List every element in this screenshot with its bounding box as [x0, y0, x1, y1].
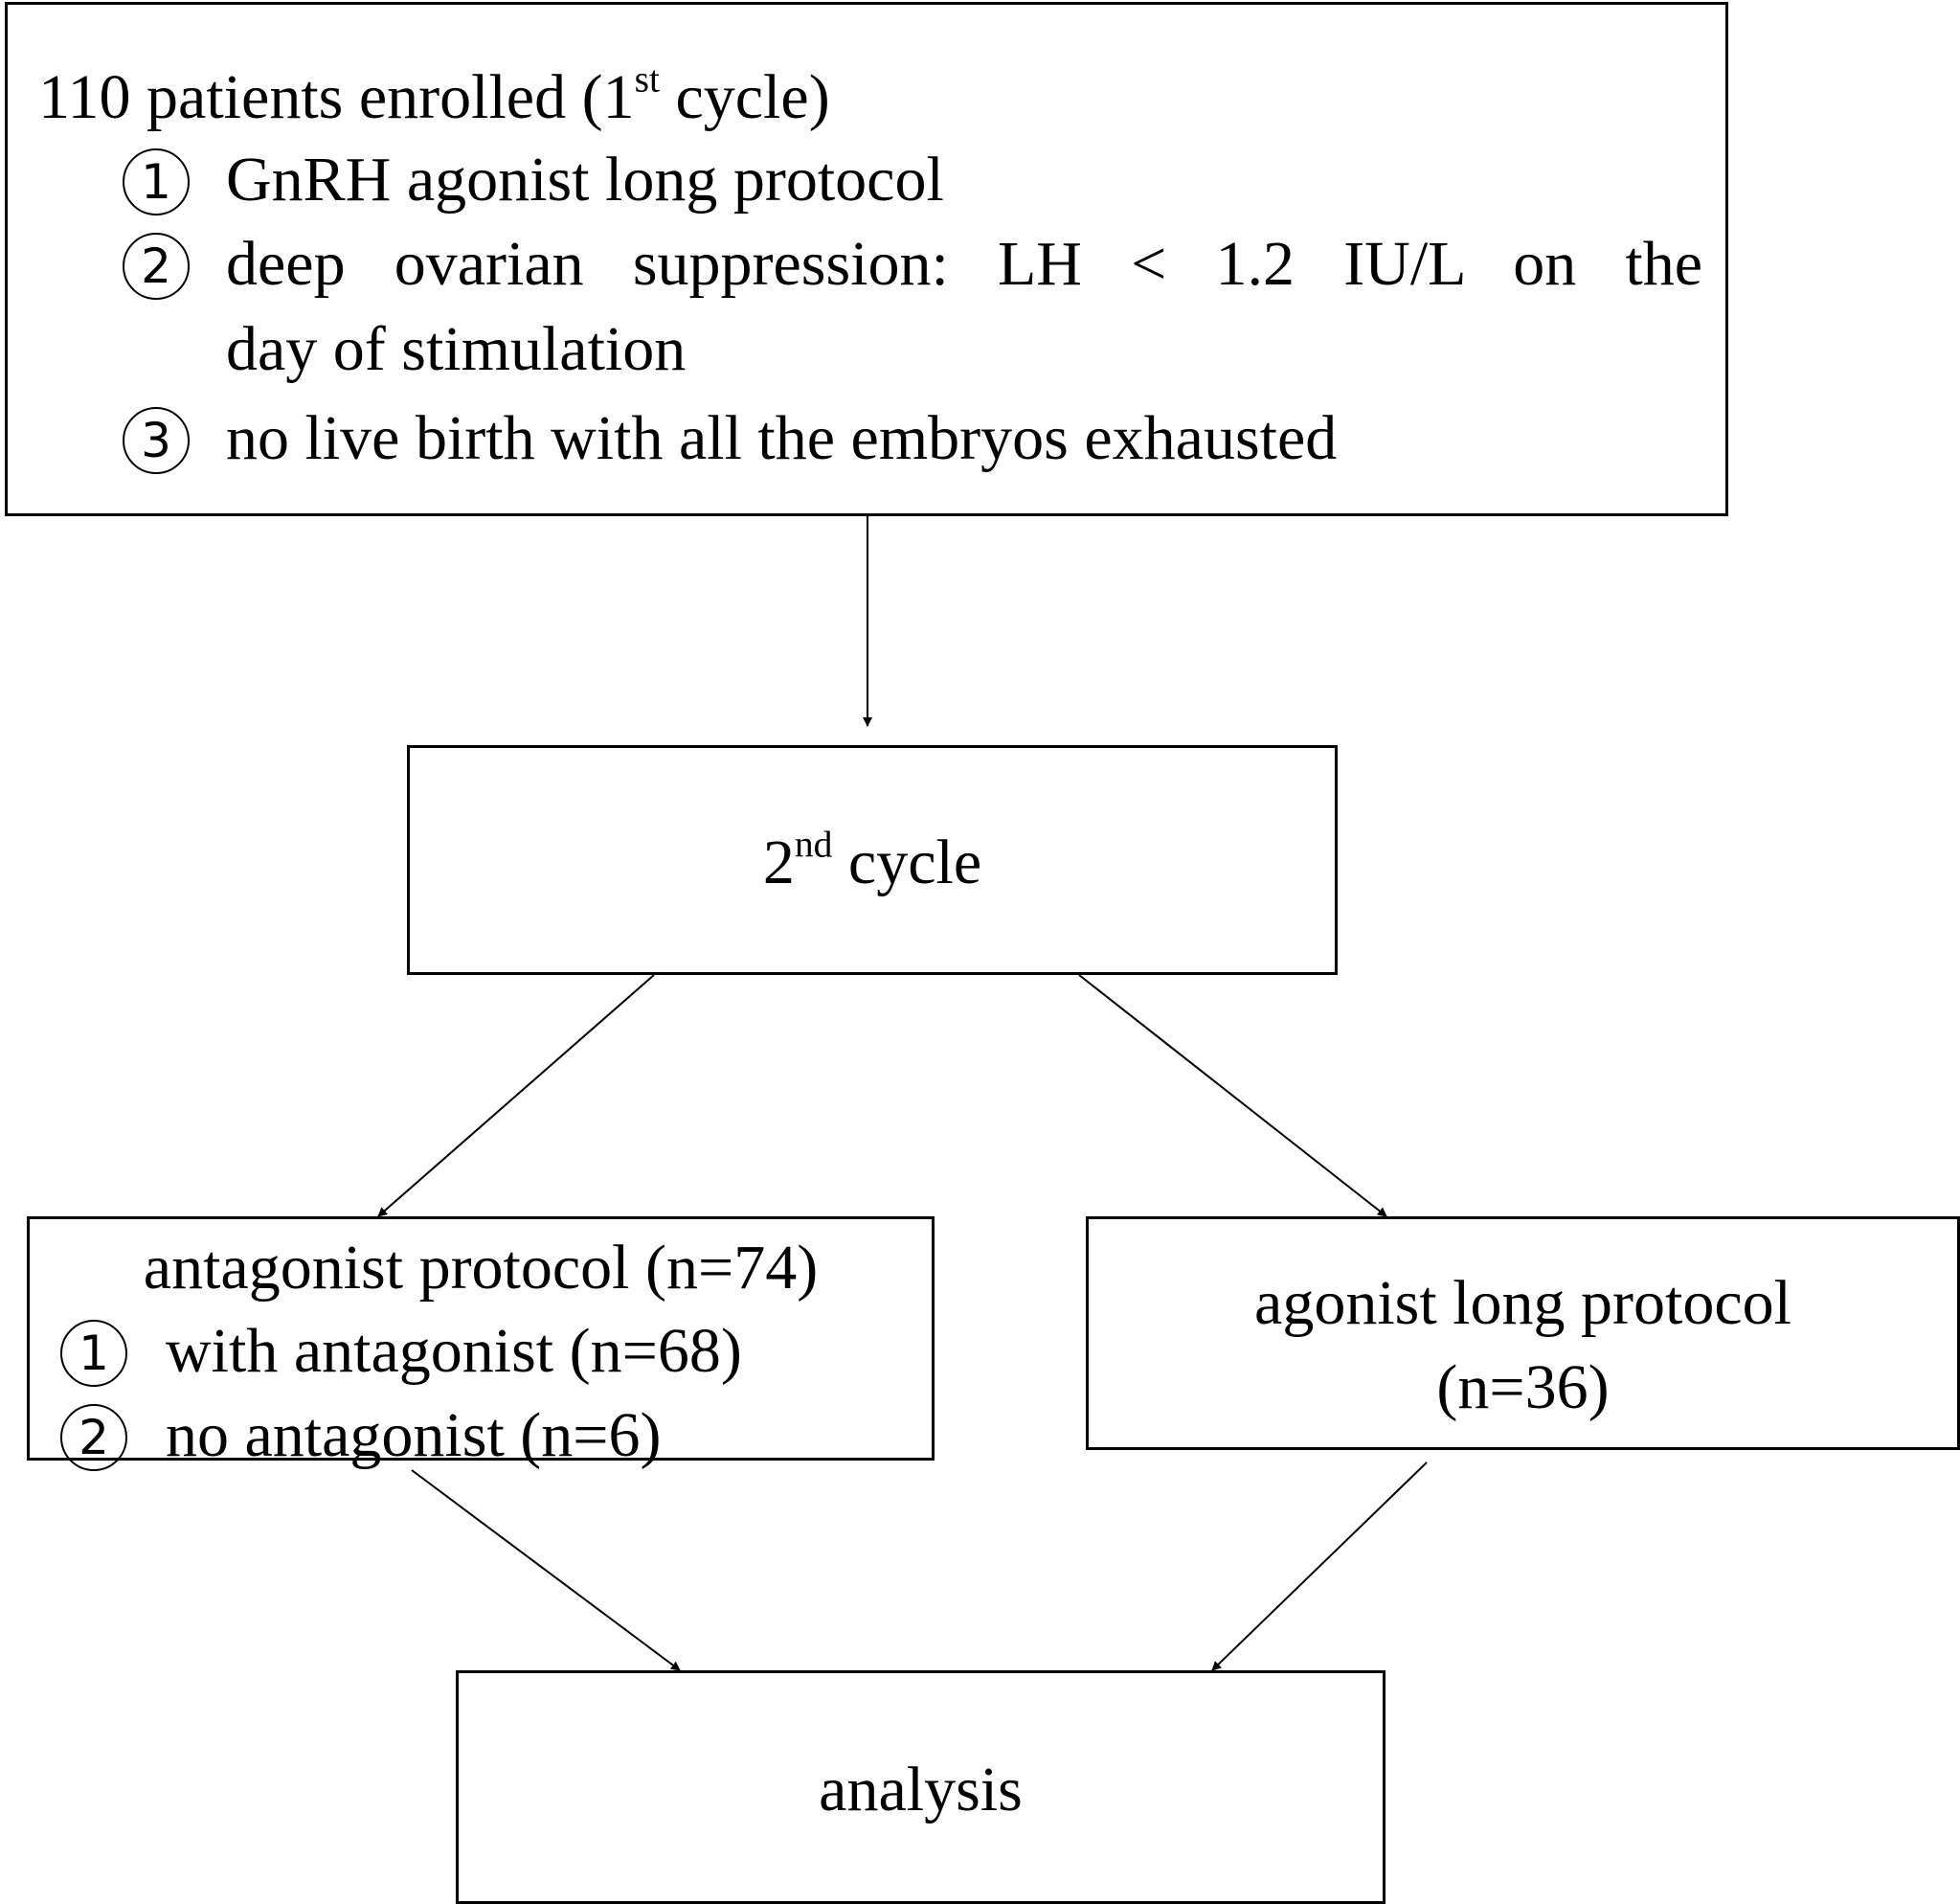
- antagonist-title: antagonist protocol (n=74): [143, 1233, 819, 1303]
- number-1-icon: 1: [123, 148, 190, 215]
- analysis-label: analysis: [819, 1755, 1023, 1825]
- criterion-2-line-2: day of stimulation: [226, 314, 687, 384]
- with-antagonist: with antagonist (n=68): [166, 1316, 742, 1386]
- analysis-box: analysis: [456, 1670, 1386, 1904]
- agonist-line-2: (n=36): [1436, 1352, 1610, 1422]
- agonist-line-1: agonist long protocol: [1254, 1268, 1791, 1338]
- no-antagonist: no antagonist (n=6): [166, 1400, 662, 1470]
- criterion-2-line-1: deep ovarian suppression: LH < 1.2 IU/L …: [226, 229, 1702, 299]
- criterion-3: no live birth with all the embryos exhau…: [226, 403, 1338, 473]
- arrow-second-to-agonist: [1078, 974, 1387, 1217]
- antagonist-protocol-box: antagonist protocol (n=74) 1 with antago…: [27, 1216, 935, 1471]
- arrow-antagonist-to-analysis: [411, 1469, 681, 1671]
- agonist-long-protocol-box: agonist long protocol (n=36): [1086, 1216, 1960, 1450]
- number-1-icon: 1: [60, 1320, 127, 1387]
- arrow-second-to-antagonist: [377, 974, 655, 1217]
- number-3-icon: 3: [123, 407, 190, 474]
- arrow-agonist-to-analysis: [1211, 1462, 1428, 1671]
- second-cycle-box: 2nd cycle: [407, 745, 1338, 975]
- enrollment-title: 110 patients enrolled (1st cycle): [38, 57, 830, 132]
- number-2-icon: 2: [60, 1404, 127, 1471]
- second-cycle-label: 2nd cycle: [762, 823, 982, 897]
- criterion-1: GnRH agonist long protocol: [226, 145, 944, 215]
- enrollment-box: 110 patients enrolled (1st cycle) 1 GnRH…: [5, 2, 1728, 516]
- number-2-icon: 2: [123, 233, 190, 300]
